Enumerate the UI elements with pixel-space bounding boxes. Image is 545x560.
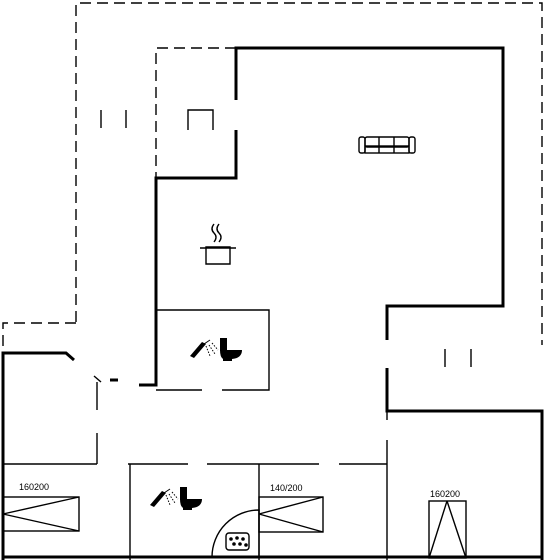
- bed-size-label: 160200: [19, 482, 49, 492]
- exterior-wall-living-lower: [385, 368, 544, 560]
- whirlpool-icon: [211, 509, 260, 558]
- bed-bedroom-2: [258, 496, 324, 533]
- bed-size-label: 160200: [430, 489, 460, 499]
- bed-bedroom-3: [428, 500, 467, 559]
- exterior-wall-kitchen: [139, 130, 238, 387]
- terrace-outline: [75, 2, 543, 345]
- porch-bench: [187, 109, 214, 130]
- bed-bedroom-1: [2, 496, 80, 532]
- bathroom-1-walls: [156, 309, 270, 391]
- cooking-pot-icon: [200, 223, 236, 265]
- terrace-outline-left: [2, 322, 76, 352]
- shower-toilet-icon: [150, 487, 202, 510]
- exterior-wall-west: [1, 351, 75, 560]
- porch-outline: [155, 47, 236, 178]
- exterior-wall-living: [234, 46, 505, 340]
- shower-toilet-icon: [190, 338, 242, 361]
- sofa-icon: [358, 136, 416, 154]
- hall-door-leaf: [93, 375, 102, 383]
- bed-size-label: 140/200: [270, 483, 303, 493]
